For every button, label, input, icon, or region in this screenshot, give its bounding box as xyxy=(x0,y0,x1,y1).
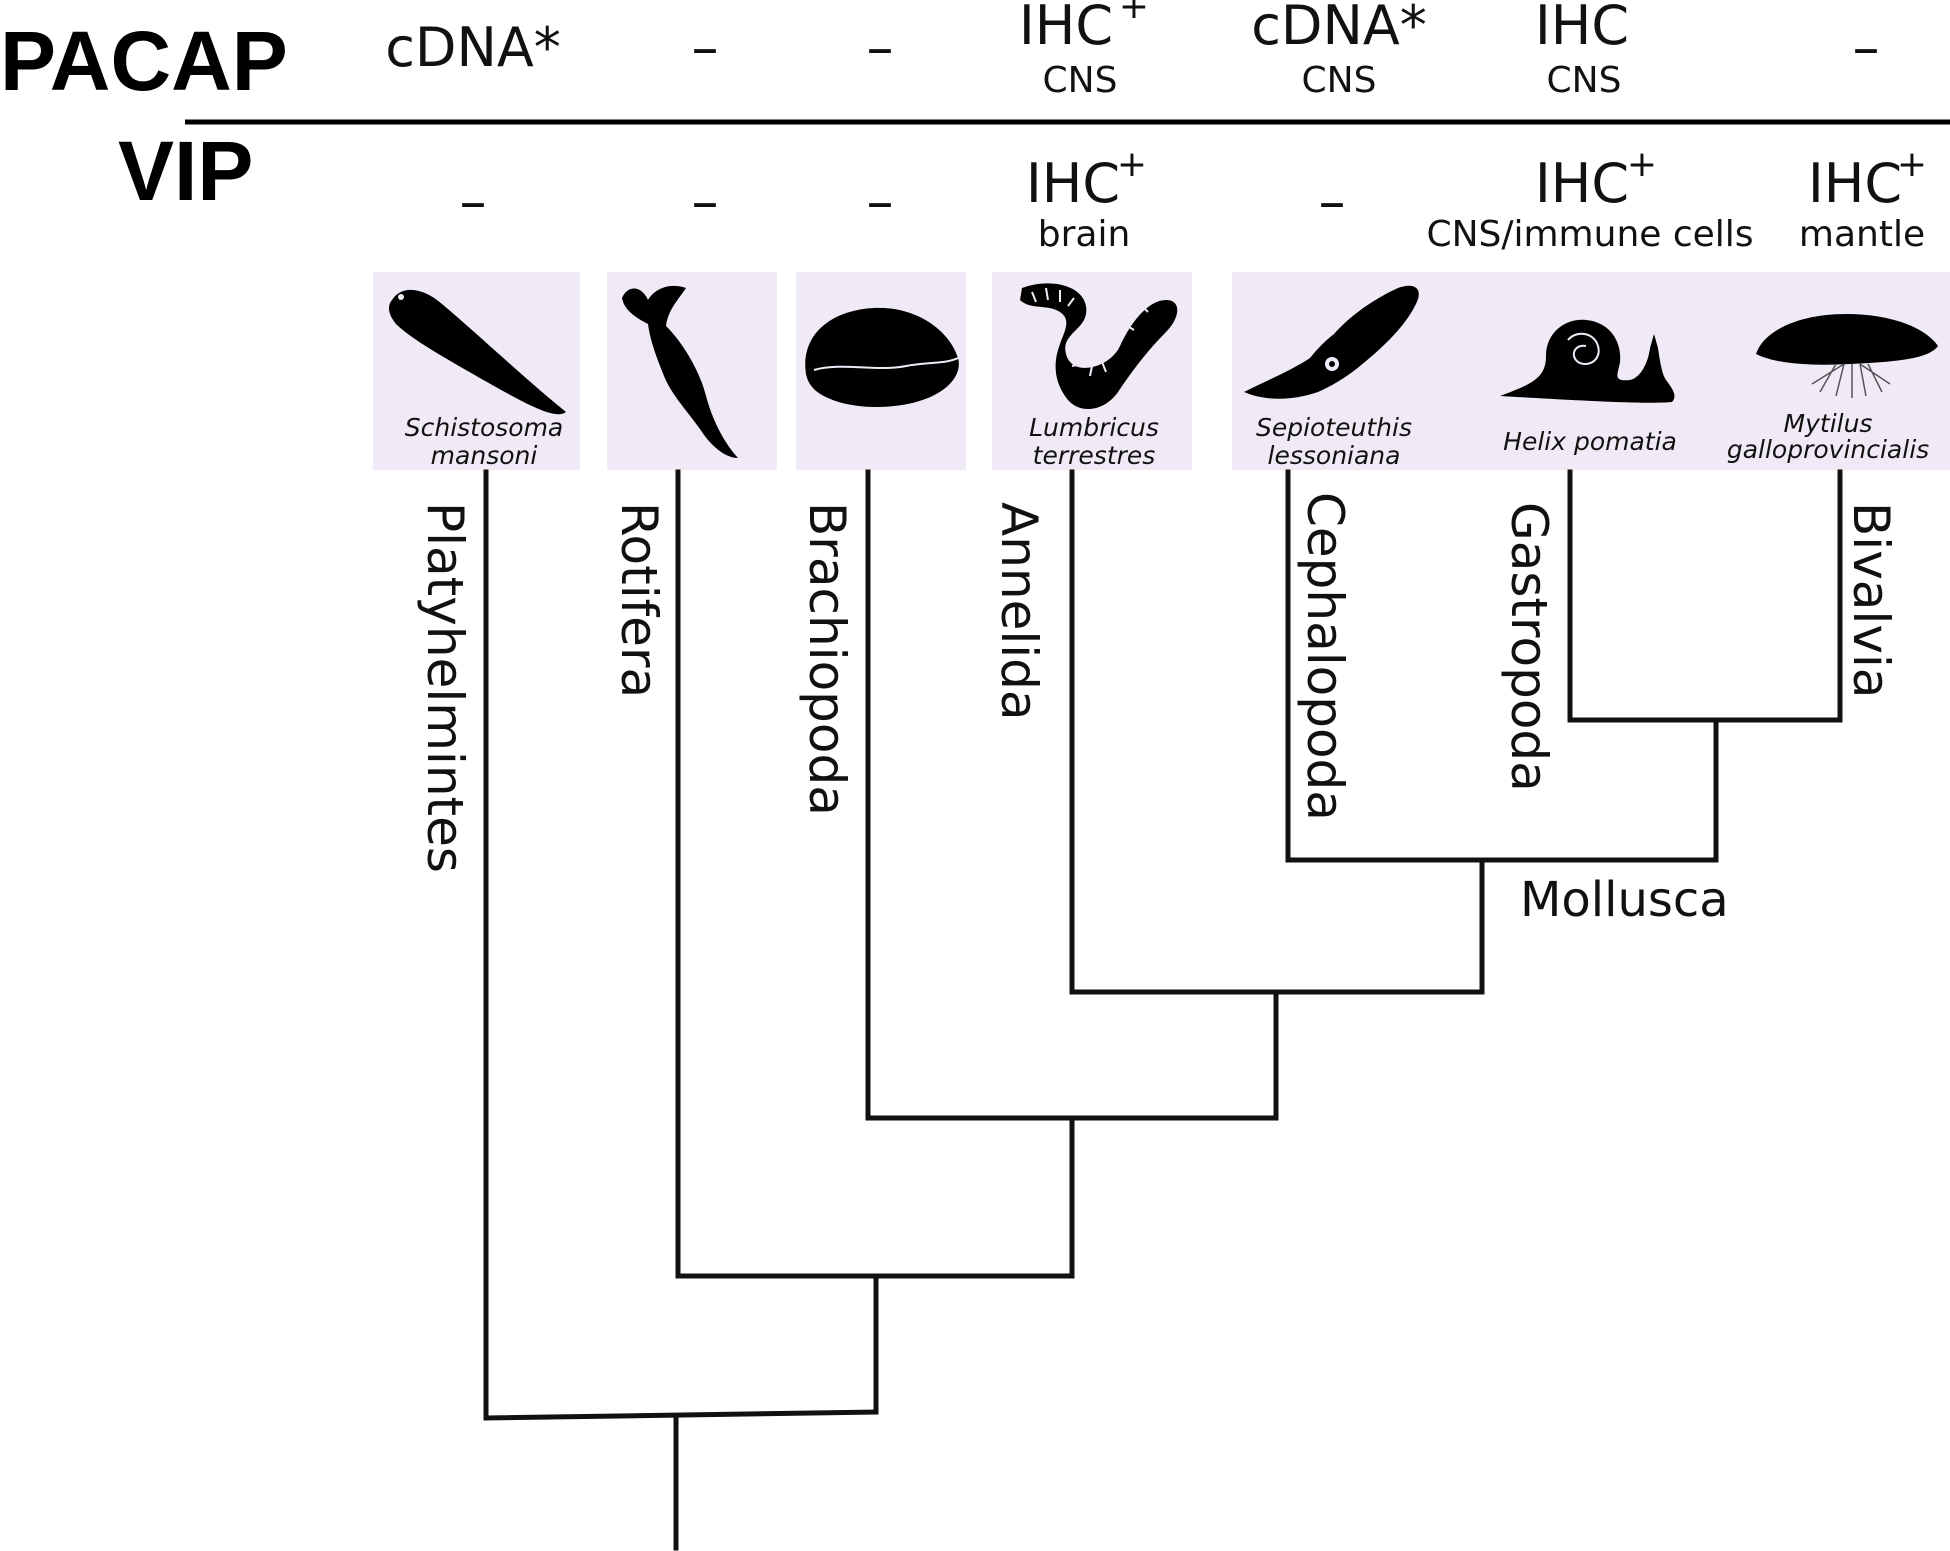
rotifer-icon xyxy=(622,285,738,458)
vip-cell-brachiopoda: – xyxy=(867,170,894,233)
species-label-mytilus-line2: galloprovincialis xyxy=(1727,435,1929,464)
vip-annelida-tissue: brain xyxy=(1038,214,1131,255)
pacap-cell-cephalopoda: cDNA* xyxy=(1251,0,1427,57)
node-root xyxy=(483,1409,879,1421)
phylum-label-platyhelmintes: Platyhelmintes xyxy=(416,502,474,873)
squid-icon xyxy=(1244,285,1419,399)
pacap-cell-bivalvia: – xyxy=(1853,16,1880,79)
species-label-sepioteuthis-line2: lessoniana xyxy=(1268,441,1401,470)
pacap-gastropoda-tissue: CNS xyxy=(1547,60,1622,101)
phylum-label-brachiopoda: Brachiopoda xyxy=(798,502,856,816)
vip-cell-bivalvia: IHC xyxy=(1808,152,1902,215)
vip-cells: – – – IHC + brain – IHC + CNS/immune cel… xyxy=(460,144,1928,255)
pacap-annelida-superscript: + xyxy=(1119,0,1149,27)
snail-icon xyxy=(1500,319,1675,403)
flatworm-icon xyxy=(388,289,566,415)
vip-bivalvia-tissue: mantle xyxy=(1799,214,1925,255)
phylum-label-cephalopoda: Cephalopoda xyxy=(1296,492,1354,821)
vip-cell-annelida: IHC xyxy=(1026,152,1120,215)
pacap-cell-gastropoda: IHC xyxy=(1535,0,1629,57)
vip-gastropoda-tissue: CNS/immune cells xyxy=(1426,214,1753,255)
species-label-mytilus-line1: Mytilus xyxy=(1784,409,1873,438)
earthworm-segments xyxy=(1031,287,1149,377)
vip-cell-rotifera: – xyxy=(692,170,719,233)
mussel-icon xyxy=(1756,314,1938,365)
pacap-cell-brachiopoda: – xyxy=(867,16,894,79)
pacap-cell-annelida: IHC xyxy=(1019,0,1113,57)
species-label-schistosoma-line1: Schistosoma xyxy=(405,413,564,442)
squid-pupil xyxy=(1329,361,1335,367)
vip-row-label: VIP xyxy=(118,124,253,218)
pacap-cell-platyhelmintes: cDNA* xyxy=(385,16,561,79)
brachiopod-shell-line xyxy=(813,357,959,371)
vip-cell-gastropoda: IHC xyxy=(1535,152,1629,215)
earthworm-icon xyxy=(1020,283,1178,410)
vip-gastropoda-superscript: + xyxy=(1627,144,1657,185)
pacap-cephalopoda-tissue: CNS xyxy=(1302,60,1377,101)
species-labels: Schistosoma mansoni Lumbricus terrestres… xyxy=(405,409,1929,470)
pacap-cells: cDNA* – – IHC + CNS cDNA* CNS IHC CNS – xyxy=(385,0,1879,101)
species-label-schistosoma-line2: mansoni xyxy=(431,441,538,470)
phylum-label-rotifera: Rotifera xyxy=(610,502,668,698)
species-label-lumbricus-line1: Lumbricus xyxy=(1029,413,1159,442)
phylogenetic-tree xyxy=(483,469,1843,1551)
pacap-row-label: PACAP xyxy=(0,14,288,108)
phylum-label-annelida: Annelida xyxy=(990,502,1048,721)
vip-bivalvia-superscript: + xyxy=(1897,144,1927,185)
vip-cell-platyhelmintes: – xyxy=(460,170,487,233)
vip-cell-cephalopoda: – xyxy=(1319,170,1346,233)
phylum-label-gastropoda: Gastropoda xyxy=(1500,502,1558,792)
phylum-label-bivalvia: Bivalvia xyxy=(1842,502,1900,698)
flatworm-eye xyxy=(398,294,404,300)
species-label-lumbricus-line2: terrestres xyxy=(1033,441,1156,470)
pacap-annelida-tissue: CNS xyxy=(1043,60,1118,101)
clade-label-mollusca: Mollusca xyxy=(1520,872,1729,928)
species-label-sepioteuthis-line1: Sepioteuthis xyxy=(1256,413,1412,442)
snail-shell-spiral xyxy=(1567,332,1600,365)
phylum-labels: Platyhelmintes Rotifera Brachiopoda Anne… xyxy=(416,492,1900,873)
brachiopod-icon xyxy=(805,307,959,407)
mussel-byssus xyxy=(1811,363,1891,398)
vip-annelida-superscript: + xyxy=(1117,144,1147,185)
pacap-cell-rotifera: – xyxy=(692,16,719,79)
species-label-helix: Helix pomatia xyxy=(1503,427,1677,456)
